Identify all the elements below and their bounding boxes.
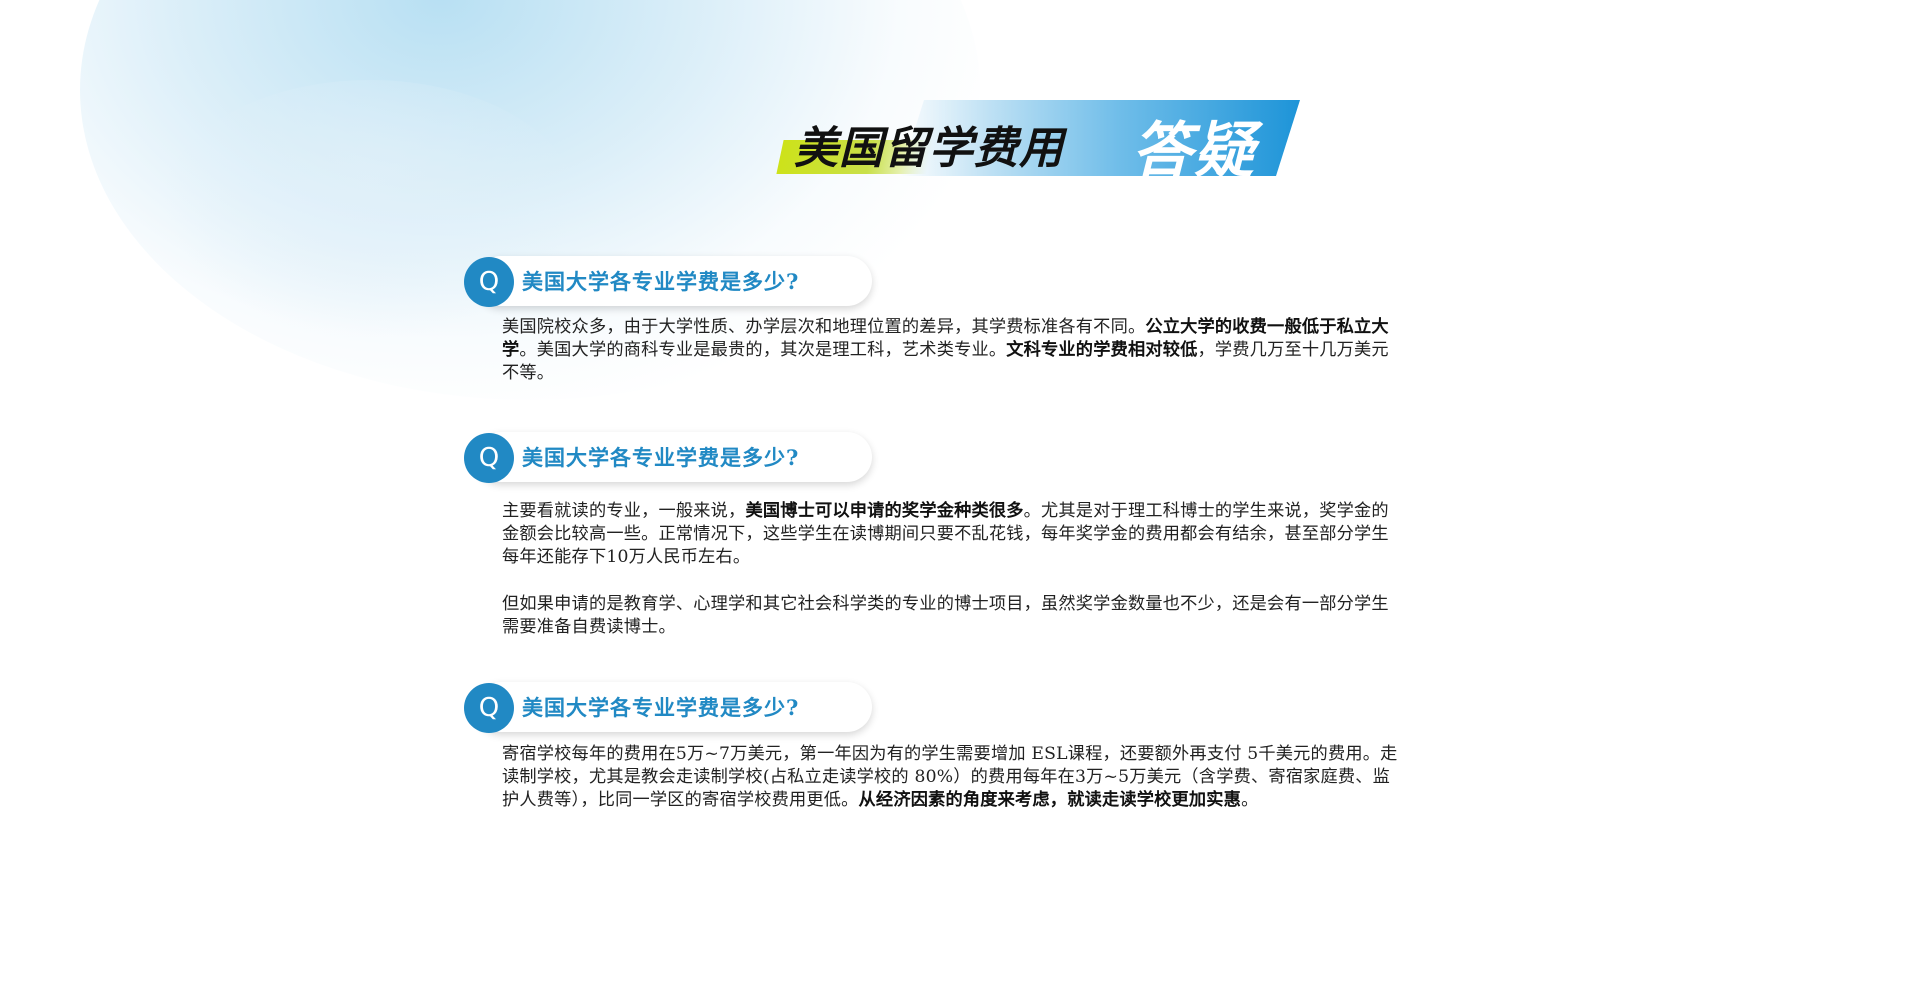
- title-blue-stripe: [900, 100, 1300, 176]
- question-text: 美国大学各专业学费是多少?: [522, 445, 800, 470]
- question-pill: [476, 682, 872, 732]
- answer-text: 主要看就读的专业，一般来说，美国博士可以申请的奖学金种类很多。尤其是对于理工科博…: [502, 500, 1406, 569]
- question-heading: Q 美国大学各专业学费是多少?: [464, 256, 872, 308]
- answer-text: 美国院校众多，由于大学性质、办学层次和地理位置的差异，其学费标准各有不同。公立大…: [502, 316, 1406, 385]
- answer-segment: ，学费几万至十几万美元不等。: [502, 340, 1389, 383]
- question-text: 美国大学各专业学费是多少?: [522, 695, 800, 720]
- page-title: 美国留学费用: [794, 123, 1064, 174]
- title-banner: 美国留学费用 答疑: [776, 100, 1300, 186]
- answer-emphasis: 文科专业的学费相对较低: [1006, 340, 1198, 360]
- q-badge-icon: Q: [464, 683, 514, 733]
- answer-emphasis: 公立大学的收费一般低于私立大学: [502, 317, 1389, 360]
- question-pill: [476, 432, 872, 482]
- answer-segment: 。: [1241, 790, 1259, 810]
- answer-emphasis: 从经济因素的角度来考虑，就读走读学校更加实惠: [858, 790, 1242, 810]
- question-heading: Q 美国大学各专业学费是多少?: [464, 432, 872, 484]
- answer-segment: 。尤其是对于理工科博士的学生来说，奖学金的金额会比较高一些。正常情况下，这些学生…: [502, 501, 1389, 567]
- answer-text: 但如果申请的是教育学、心理学和其它社会科学类的专业的博士项目，虽然奖学金数量也不…: [502, 593, 1406, 639]
- answer-emphasis: 美国博士可以申请的奖学金种类很多: [745, 501, 1024, 521]
- question-text: 美国大学各专业学费是多少?: [522, 269, 800, 294]
- question-pill: [476, 256, 872, 306]
- q-badge-icon: Q: [464, 257, 514, 307]
- answer-segment: 。美国大学的商科专业是最贵的，其次是理工科，艺术类专业。: [519, 340, 1007, 360]
- q-badge-icon: Q: [464, 433, 514, 483]
- answer-text: 寄宿学校每年的费用在5万~7万美元，第一年因为有的学生需要增加 ESL课程，还要…: [502, 743, 1406, 812]
- answer-segment: 但如果申请的是教育学、心理学和其它社会科学类的专业的博士项目，虽然奖学金数量也不…: [502, 594, 1389, 637]
- page-title-accent: 答疑: [1132, 116, 1256, 186]
- answer-segment: 寄宿学校每年的费用在5万~7万美元，第一年因为有的学生需要增加 ESL课程，还要…: [502, 744, 1398, 810]
- answer-segment: 主要看就读的专业，一般来说，: [502, 501, 746, 521]
- answer-segment: 美国院校众多，由于大学性质、办学层次和地理位置的差异，其学费标准各有不同。: [502, 317, 1146, 337]
- question-heading: Q 美国大学各专业学费是多少?: [464, 682, 872, 734]
